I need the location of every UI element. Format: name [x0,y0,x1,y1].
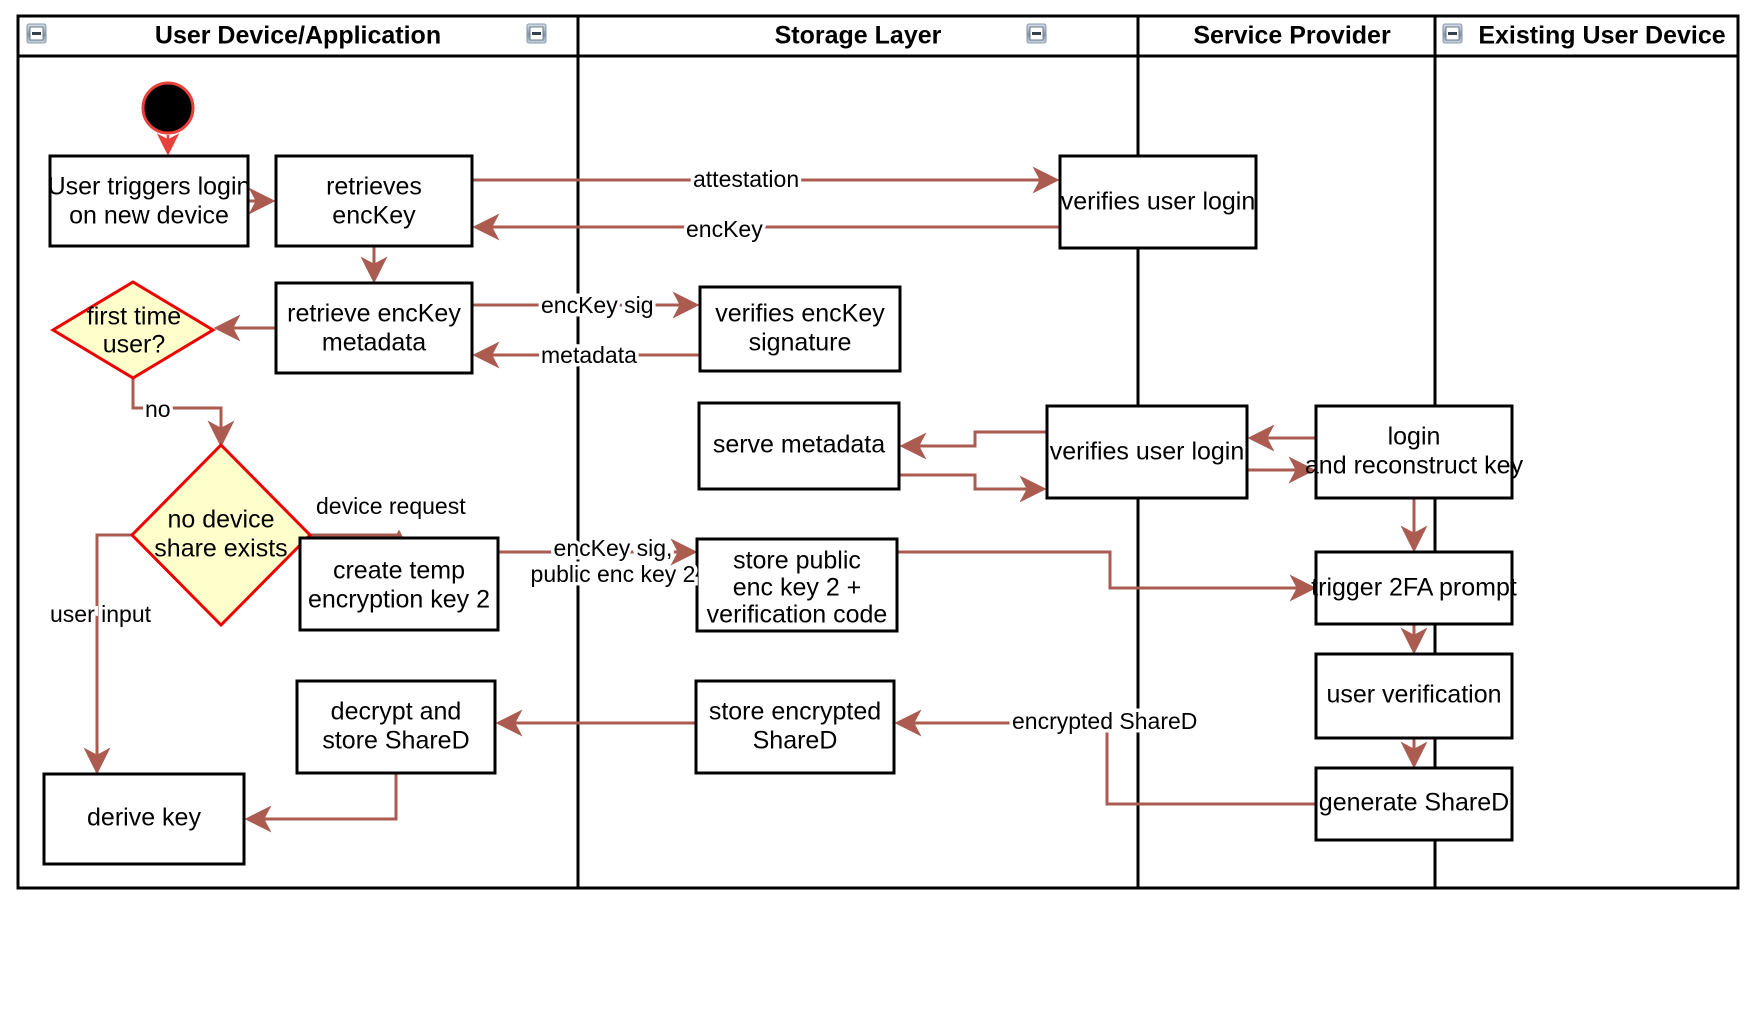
edge-label-device-request: device request [316,493,466,519]
node-label-line: enc key 2 + [733,574,862,602]
node-derive-key[interactable]: derive key [42,772,246,866]
minus-icon[interactable] [1026,23,1047,44]
edge-encrypted-shared [894,709,1316,806]
node-label-line: ShareD [753,727,838,755]
lane-title-user-device: User Device/Application [155,22,441,50]
node-label-line: store ShareD [322,727,469,755]
initial-node[interactable] [141,81,195,135]
node-label-line: metadata [322,329,426,357]
lane-header-storage[interactable]: Storage Layer [526,22,942,50]
minus-icon[interactable] [26,23,47,44]
node-label-line: encKey [332,202,416,230]
flow-edges: no device share exists --> [83,133,1428,833]
edge-label-metadata: metadata [541,342,637,368]
edge-label-enckey-sig-2-line1: encKey sig, [554,535,673,561]
node-decrypt-and-store-shared[interactable]: decrypt and store ShareD [295,679,497,775]
node-verifies-user-login-top[interactable]: verifies user login [1058,154,1258,250]
node-label-line: User triggers login [48,173,251,201]
node-verifies-user-login-mid[interactable]: verifies user login [1045,404,1249,500]
node-trigger-2fa-prompt[interactable]: trigger 2FA prompt [1311,550,1517,626]
node-label-line: no device [167,506,274,534]
node-label-line: generate ShareD [1319,789,1509,817]
node-label-line: retrieve encKey [287,300,461,328]
diagram-outer-frame [16,14,1740,890]
start-node-circle [141,81,195,135]
node-label-line: on new device [69,202,229,230]
node-label-line: create temp [333,557,465,585]
lane-header-service-provider[interactable]: Service Provider [1026,22,1391,50]
edge-label-encrypted-shared: encrypted ShareD [1012,708,1197,734]
node-label-line: verifies encKey [715,300,885,328]
node-no-device-share-exists-decision[interactable]: no device share exists [129,442,313,628]
node-label-line: first time [87,303,181,331]
edge-labels: attestation encKey encKey sig metadata n… [47,163,1201,738]
node-label-line: decrypt and [331,698,462,726]
lane-header-existing-device[interactable]: Existing User Device [1442,22,1726,50]
node-user-verification[interactable]: user verification [1314,652,1514,740]
node-label-line: verifies user login [1050,438,1245,466]
node-retrieve-enckey-metadata[interactable]: retrieve encKey metadata [274,281,474,375]
lane-title-storage: Storage Layer [775,22,942,50]
node-label-line: trigger 2FA prompt [1311,574,1517,602]
edge-label-user-input: user input [50,601,152,627]
edge-no-branch [131,378,235,448]
node-label-line: user? [103,331,166,359]
edge-decrypt-to-derive-key [244,773,398,833]
node-label-line: login [1388,423,1441,451]
node-label-line: store public [733,547,861,575]
edge-user-input [83,533,132,775]
node-label-line: encryption key 2 [308,586,490,614]
node-label-line: store encrypted [709,698,881,726]
node-verifies-enckey-signature[interactable]: verifies encKey signature [698,285,902,373]
node-label-line: and reconstruct key [1305,452,1524,480]
edge-serve-metadata-to-verify [899,473,1047,503]
node-label-line: serve metadata [713,431,885,459]
node-label-line: share exists [154,535,287,563]
node-generate-shared[interactable]: generate ShareD [1314,766,1514,842]
minus-icon[interactable] [1442,23,1463,44]
node-first-time-user-decision[interactable]: first time user? [50,280,216,380]
node-label-line: signature [749,329,852,357]
node-label-line: retrieves [326,173,422,201]
edge-label-enckey: encKey [686,216,763,242]
node-label-line: verification code [707,601,888,629]
edge-store-public-key-to-2fa [897,550,1317,602]
lane-title-service-provider: Service Provider [1193,22,1391,50]
node-user-triggers-login[interactable]: User triggers login on new device [48,154,251,248]
lane-header-user-device[interactable]: User Device/Application [26,22,441,50]
node-serve-metadata[interactable]: serve metadata [697,401,901,491]
node-login-and-reconstruct-key[interactable]: login and reconstruct key [1305,404,1524,500]
node-store-encrypted-shared[interactable]: store encrypted ShareD [694,679,896,775]
swimlane-frame [16,14,1740,890]
edge-label-attestation: attestation [693,166,799,192]
edge-device-request [310,529,413,557]
node-store-public-enc-key-2[interactable]: store public enc key 2 + verification co… [695,537,899,633]
node-create-temp-encryption-key-2[interactable]: create temp encryption key 2 [298,536,500,632]
edge-label-no: no [145,396,171,422]
node-label-line: user verification [1326,681,1501,709]
node-label-line: derive key [87,804,201,832]
lane-title-existing-device: Existing User Device [1478,22,1725,50]
node-label-line: verifies user login [1061,188,1256,216]
node-retrieves-enckey[interactable]: retrieves encKey [274,154,474,248]
edge-verify-to-serve-metadata [899,430,1047,460]
edge-label-enckey-sig: encKey sig [541,292,654,318]
minus-icon[interactable] [526,23,547,44]
edge-label-enckey-sig-2-line2: public enc key 2 [531,561,696,587]
